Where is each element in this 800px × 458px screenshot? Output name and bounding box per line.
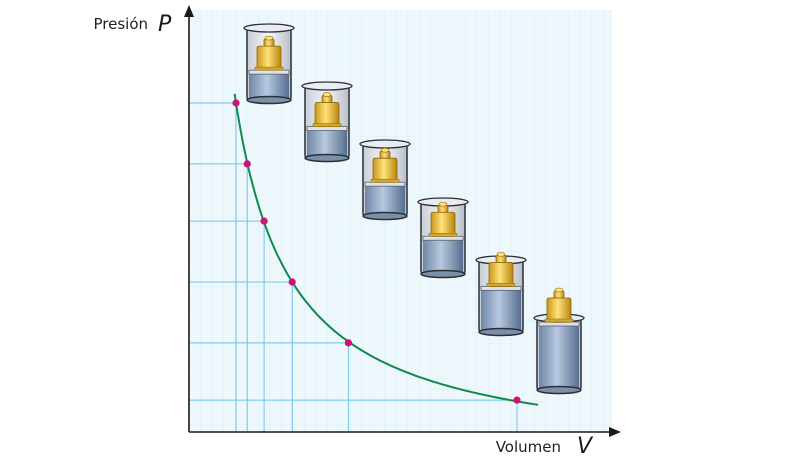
gas-cylinder-illustrations: [243, 23, 585, 395]
data-point-0: [232, 99, 240, 107]
data-point-4: [344, 339, 352, 347]
y-axis-label: Presión: [93, 15, 148, 33]
x-axis-arrow-icon: [609, 427, 621, 437]
gas-cylinder-icon: [301, 81, 353, 163]
axes: [184, 5, 621, 437]
data-point-1: [243, 160, 251, 168]
gas-cylinder-icon: [417, 197, 469, 279]
isotherm-curve: [233, 93, 539, 406]
data-point-2: [260, 217, 268, 225]
data-point-5: [513, 396, 521, 404]
gas-cylinder-icon: [359, 139, 411, 221]
gas-cylinder-icon: [243, 23, 295, 105]
gas-cylinder-icon: [475, 252, 527, 337]
y-axis-symbol: P: [158, 12, 172, 37]
y-axis-arrow-icon: [184, 5, 194, 17]
gas-cylinder-icon: [533, 287, 585, 395]
data-points: [232, 99, 521, 404]
data-point-3: [288, 278, 296, 286]
guide-lines: [189, 102, 518, 432]
x-axis-symbol: V: [577, 434, 594, 458]
x-axis-label: Volumen: [496, 438, 561, 456]
